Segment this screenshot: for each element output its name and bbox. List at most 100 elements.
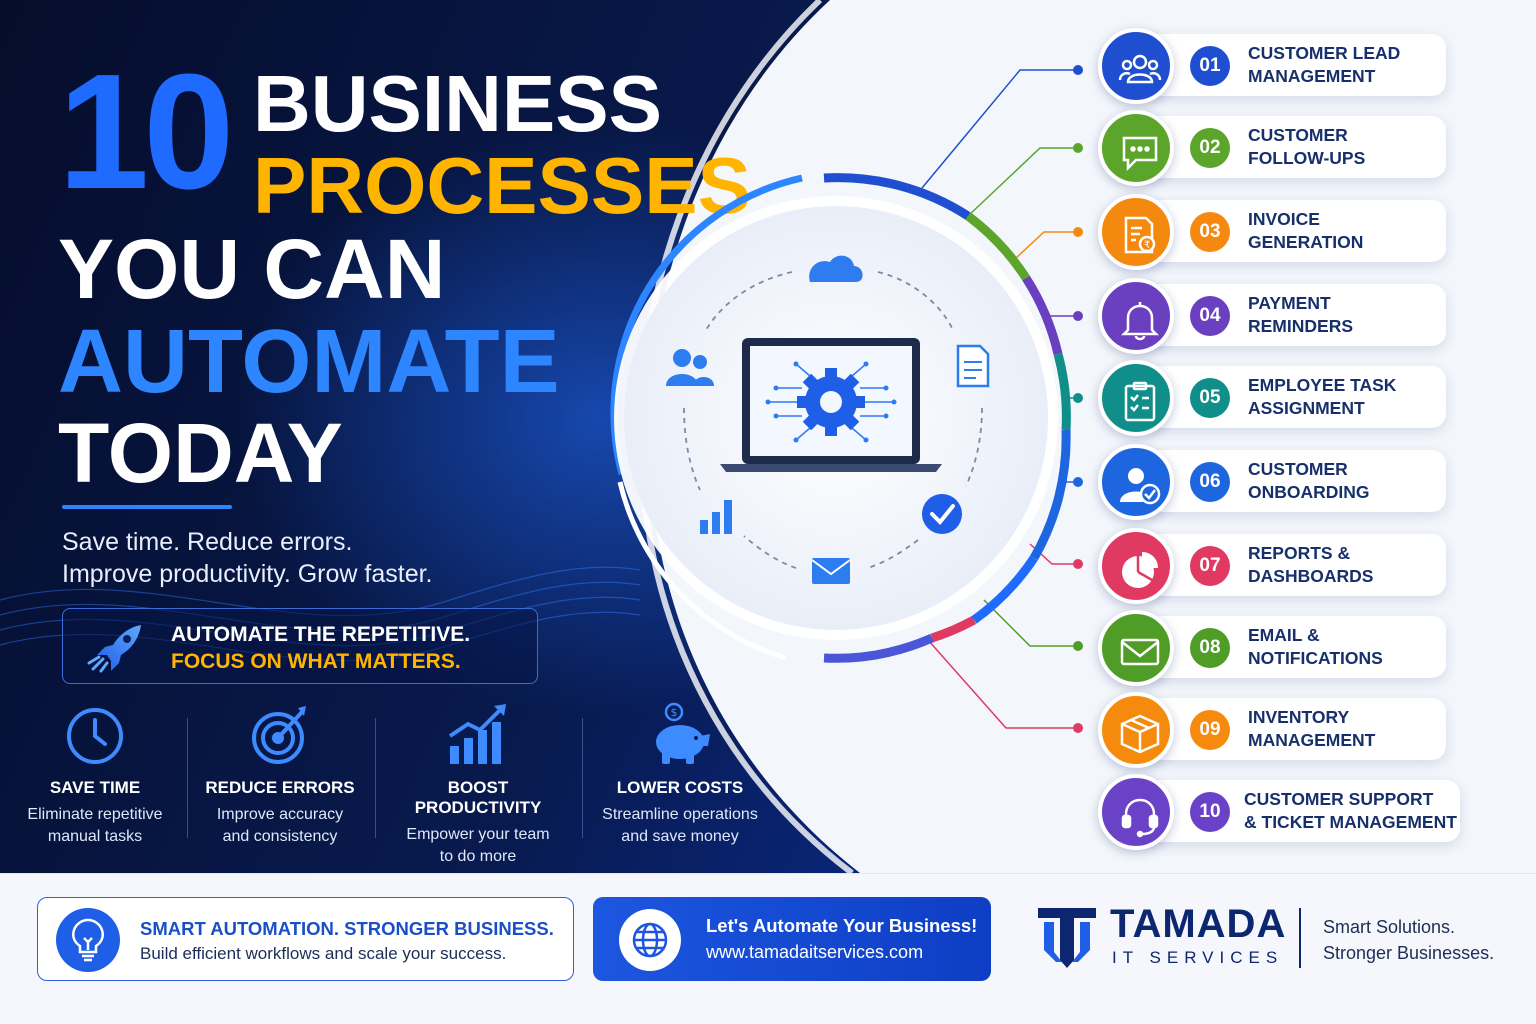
process-icon-badge bbox=[1098, 774, 1174, 850]
tamada-logo-icon bbox=[1038, 908, 1096, 968]
chat-icon bbox=[1122, 136, 1158, 172]
globe-icon bbox=[619, 909, 681, 971]
tagline-line-2: Improve productivity. Grow faster. bbox=[62, 560, 433, 588]
user-check-icon bbox=[1120, 468, 1161, 505]
process-card bbox=[1138, 450, 1446, 512]
benefit-divider bbox=[375, 718, 376, 838]
process-item-08: 08 EMAIL &NOTIFICATIONS bbox=[1098, 610, 1458, 686]
headline-number: 10 bbox=[58, 40, 234, 223]
process-number: 02 bbox=[1190, 128, 1230, 168]
benefit-divider bbox=[582, 718, 583, 838]
box-icon bbox=[1120, 714, 1160, 754]
headline-you-can: YOU CAN bbox=[58, 222, 446, 316]
process-icon-badge bbox=[1098, 360, 1174, 436]
headline-underline bbox=[62, 505, 232, 509]
process-number: 05 bbox=[1190, 378, 1230, 418]
process-item-10: 10 CUSTOMER SUPPORT& TICKET MANAGEMENT bbox=[1098, 774, 1468, 850]
benefit-title: REDUCE ERRORS bbox=[205, 778, 355, 797]
process-card bbox=[1138, 366, 1446, 428]
smart-automation-card: SMART AUTOMATION. STRONGER BUSINESS. Bui… bbox=[37, 897, 574, 981]
envelope-icon bbox=[1120, 638, 1160, 666]
connector-lines bbox=[921, 65, 1083, 733]
brand-slogan: Smart Solutions. Stronger Businesses. bbox=[1323, 917, 1495, 963]
process-icon-badge bbox=[1098, 610, 1174, 686]
piggy-bank-icon: $ bbox=[656, 702, 710, 764]
process-card bbox=[1138, 116, 1446, 178]
automate-banner: AUTOMATE THE REPETITIVE. FOCUS ON WHAT M… bbox=[62, 608, 538, 684]
clipboard-icon bbox=[1124, 381, 1156, 422]
pie-chart-icon bbox=[1122, 552, 1158, 588]
process-card bbox=[1138, 34, 1446, 96]
tagline-line-1: Save time. Reduce errors. bbox=[62, 528, 353, 556]
process-label: REPORTS &DASHBOARDS bbox=[1248, 543, 1374, 586]
headline-today: TODAY bbox=[58, 406, 343, 500]
benefit-title: BOOST PRODUCTIVITY bbox=[414, 778, 542, 817]
website-link[interactable]: www.tamadaitservices.com bbox=[706, 942, 924, 962]
process-number: 04 bbox=[1190, 296, 1230, 336]
process-number: 09 bbox=[1190, 710, 1230, 750]
svg-text:$: $ bbox=[671, 706, 678, 719]
rocket-icon bbox=[87, 625, 141, 673]
automation-diagram bbox=[610, 173, 1071, 663]
brand-name: TAMADA bbox=[1110, 902, 1287, 946]
process-number: 03 bbox=[1190, 212, 1230, 252]
process-card bbox=[1138, 616, 1446, 678]
bell-icon bbox=[1120, 302, 1160, 341]
process-number: 08 bbox=[1190, 628, 1230, 668]
process-number: 06 bbox=[1190, 462, 1230, 502]
process-icon-badge bbox=[1098, 28, 1174, 104]
banner-line-1: AUTOMATE THE REPETITIVE. bbox=[171, 623, 471, 646]
process-card bbox=[1138, 534, 1446, 596]
headline-processes: PROCESSES bbox=[253, 141, 751, 230]
headline-business: BUSINESS bbox=[253, 59, 662, 148]
process-card bbox=[1138, 200, 1446, 262]
process-number: 01 bbox=[1190, 46, 1230, 86]
contact-cta-card[interactable]: Let's Automate Your Business! www.tamada… bbox=[593, 897, 991, 981]
process-card bbox=[1138, 698, 1446, 760]
benefit-title: LOWER COSTS bbox=[616, 778, 744, 797]
process-label: EMAIL &NOTIFICATIONS bbox=[1248, 625, 1383, 668]
process-number: 07 bbox=[1190, 546, 1230, 586]
smart-automation-title: SMART AUTOMATION. STRONGER BUSINESS. bbox=[140, 918, 554, 939]
tagline: Save time. Reduce errors. Improve produc… bbox=[62, 526, 433, 590]
process-icon-badge bbox=[1098, 278, 1174, 354]
process-card bbox=[1138, 284, 1446, 346]
process-icon-badge bbox=[1098, 444, 1174, 520]
benefit-divider bbox=[187, 718, 188, 838]
invoice-icon: ₹ bbox=[1124, 216, 1156, 254]
brand-divider bbox=[1299, 908, 1301, 968]
brand-subtitle: IT SERVICES bbox=[1112, 948, 1284, 967]
target-icon bbox=[252, 706, 306, 764]
process-icon-badge bbox=[1098, 692, 1174, 768]
process-icon-badge: ₹ bbox=[1098, 194, 1174, 270]
svg-text:₹: ₹ bbox=[1144, 240, 1150, 251]
headset-icon bbox=[1121, 798, 1159, 838]
growth-chart-icon bbox=[448, 704, 506, 764]
contact-cta-title: Let's Automate Your Business! bbox=[706, 915, 978, 936]
process-icon-badge bbox=[1098, 110, 1174, 186]
process-number: 10 bbox=[1190, 792, 1230, 832]
benefit-title: SAVE TIME bbox=[49, 778, 141, 797]
clock-icon bbox=[67, 708, 123, 764]
process-label: CUSTOMER SUPPORT& TICKET MANAGEMENT bbox=[1244, 789, 1457, 832]
